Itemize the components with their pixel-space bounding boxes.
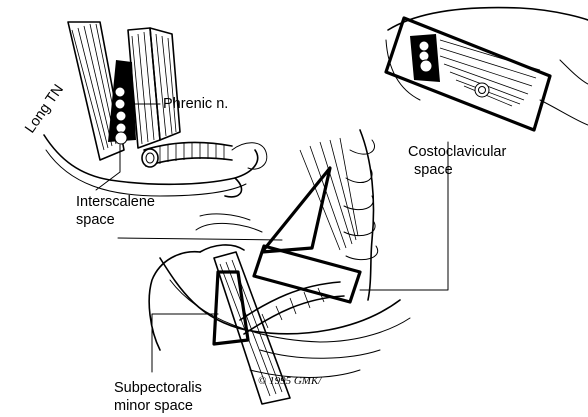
- label-phrenic-nerve: Phrenic n.: [163, 96, 228, 112]
- thorax-drawing: [118, 130, 410, 404]
- label-subpectoralis-line2: minor space: [114, 398, 193, 414]
- label-costoclavicular-line1: Costoclavicular: [408, 144, 506, 160]
- label-interscalene-line1: Interscalene: [76, 194, 155, 210]
- label-costoclavicular-line2: space: [414, 162, 453, 178]
- interscalene-inset-drawing: [44, 22, 267, 197]
- label-long-tn: Long TN: [22, 82, 67, 137]
- label-subpectoralis-line1: Subpectoralis: [114, 380, 202, 396]
- label-interscalene-line2: space: [76, 212, 115, 228]
- copyright-credit: © 1995 GMK/: [258, 375, 322, 387]
